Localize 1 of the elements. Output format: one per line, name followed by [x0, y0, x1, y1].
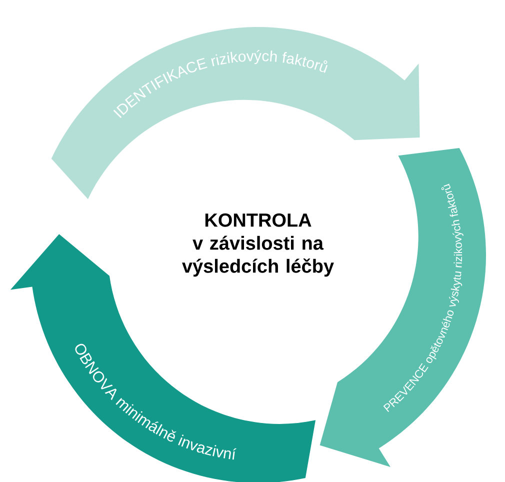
heading: KONTROLA: [205, 213, 312, 227]
